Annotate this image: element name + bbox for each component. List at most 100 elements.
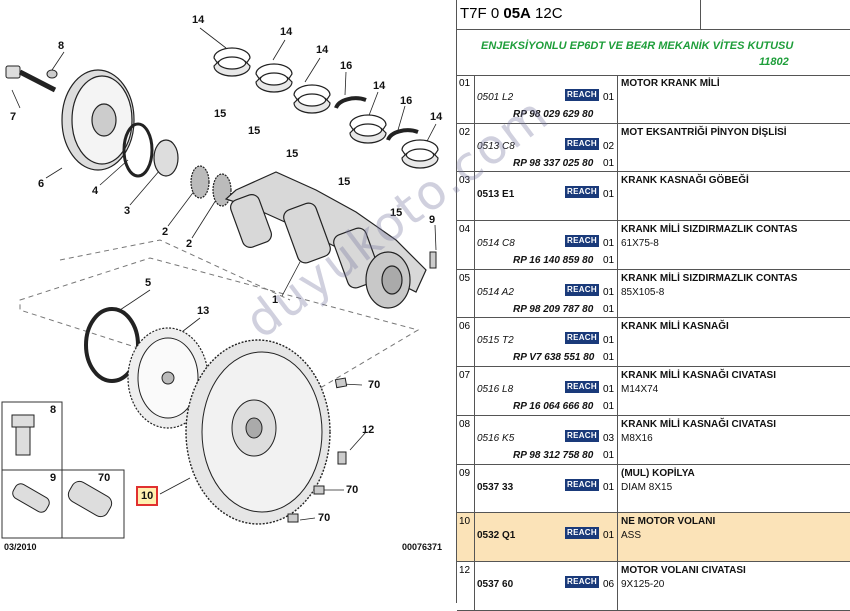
callout-15: 15 (214, 108, 227, 120)
quantity-secondary: 01 (603, 255, 615, 267)
part-number: RP 98 209 787 80 (513, 303, 594, 315)
reach-badge: REACH (565, 332, 599, 345)
callout-14: 14 (280, 26, 293, 38)
callout-14: 14 (430, 111, 443, 123)
reach-badge: REACH (565, 527, 599, 540)
parts-rows: 01 0501 L2 RP 98 029 629 80 REACH 01 MOTOR KR… (457, 75, 850, 611)
callout-14: 14 (373, 80, 386, 92)
part-ref[interactable]: 0513 C8 (477, 140, 515, 152)
callout-8: 8 (58, 40, 65, 52)
part-description: MOT EKSANTRİĞİ PİNYON DİŞLİSİ (621, 126, 787, 138)
inset-label-9: 9 (50, 472, 57, 484)
part-spec: 61X75-8 (621, 238, 659, 250)
part-description: MOTOR KRANK MİLİ (621, 78, 720, 89)
part-number: RP 16 140 859 80 (513, 255, 594, 267)
part-spec: 85X105-8 (621, 286, 665, 298)
header-divider (700, 0, 701, 29)
part-ref[interactable]: 0516 K5 (477, 432, 515, 444)
row-number: 04 (457, 221, 475, 269)
part-spec: M14X74 (621, 384, 659, 396)
callout-15: 15 (338, 176, 351, 188)
part-number: RP 98 029 629 80 (513, 109, 594, 120)
quantity-secondary: 01 (603, 401, 615, 413)
callout-2: 2 (186, 238, 193, 250)
callout-3: 3 (124, 205, 131, 217)
part-ref[interactable]: 0515 T2 (477, 335, 514, 347)
column-divider (617, 415, 618, 464)
part-ref[interactable]: 0514 C8 (477, 238, 515, 250)
callout-7: 7 (10, 111, 17, 123)
part-number: RP 98 337 025 80 (513, 157, 594, 169)
reach-badge: REACH (565, 575, 599, 588)
column-divider (617, 464, 618, 513)
callout-70: 70 (346, 484, 359, 496)
part-ref[interactable]: 0501 L2 (477, 92, 514, 103)
part-ref[interactable]: 0514 A2 (477, 286, 514, 298)
part-ref[interactable]: 0532 Q1 (477, 530, 516, 542)
callout-15: 15 (390, 207, 403, 219)
callout-12: 12 (362, 424, 375, 436)
part-description: KRANK MİLİ KASNAĞI CIVATASI (621, 418, 776, 430)
reach-badge: REACH (565, 235, 599, 248)
diagram-doc-id: 00076371 (402, 542, 443, 552)
quantity-secondary: 01 (603, 449, 615, 461)
row-number: 09 (457, 464, 475, 513)
diagram-drawing (1, 27, 439, 539)
callout-70: 70 (368, 379, 381, 391)
quantity-secondary: 01 (603, 303, 615, 315)
reach-badge: REACH (565, 89, 599, 101)
catalog-header: T7F 0 05A 12C (457, 0, 850, 30)
part-number: RP 16 064 666 80 (513, 401, 594, 413)
inset-label-70: 70 (98, 472, 111, 484)
quantity: 01 (603, 530, 615, 542)
part-ref[interactable]: 0537 33 (477, 481, 514, 493)
callout-70: 70 (318, 512, 331, 524)
part-ref[interactable]: 0516 L8 (477, 384, 514, 396)
quantity: 01 (603, 481, 615, 493)
callout-9: 9 (429, 214, 436, 226)
callout-6: 6 (38, 178, 45, 190)
row-number: 03 (457, 172, 475, 221)
callout-4: 4 (92, 185, 99, 197)
callout-16: 16 (400, 95, 413, 107)
code-part-a: T7F 0 (460, 5, 504, 22)
part-description: KRANK MİLİ SIZDIRMAZLIK CONTAS (621, 272, 798, 284)
part-spec: 9X125-20 (621, 578, 665, 590)
callout-16: 16 (340, 60, 353, 72)
callout-5: 5 (145, 277, 152, 289)
part-ref[interactable]: 0537 60 (477, 578, 514, 590)
title-line1: ENJEKSİYONLU EP6DT VE BE4R MEKANİK VİTES… (481, 40, 794, 52)
callout-15: 15 (286, 148, 299, 160)
column-divider (617, 123, 618, 172)
callout-2: 2 (162, 226, 169, 238)
diagram-date: 03/2010 (4, 542, 37, 552)
quantity: 01 (603, 286, 615, 298)
column-divider (617, 318, 618, 367)
code-part-b: 05A (503, 5, 531, 22)
part-number: RP 98 312 758 80 (513, 449, 594, 461)
part-ref[interactable]: 0513 E1 (477, 189, 515, 201)
quantity: 01 (603, 384, 615, 396)
catalog-title: ENJEKSİYONLU EP6DT VE BE4R MEKANİK VİTES… (457, 30, 850, 76)
row-number: 05 (457, 269, 475, 318)
exploded-parts-diagram: 14 14 14 8 16 14 16 14 7 15 15 15 15 15 … (1, 14, 443, 552)
part-spec: ASS (621, 530, 642, 542)
row-number: 10 (457, 513, 475, 561)
quantity-secondary: 01 (603, 157, 615, 169)
column-divider (617, 561, 618, 610)
callout-10-highlighted[interactable]: 10 (136, 486, 159, 506)
column-divider (617, 367, 618, 415)
callout-1: 1 (272, 294, 279, 306)
part-spec: M8X16 (621, 432, 653, 444)
